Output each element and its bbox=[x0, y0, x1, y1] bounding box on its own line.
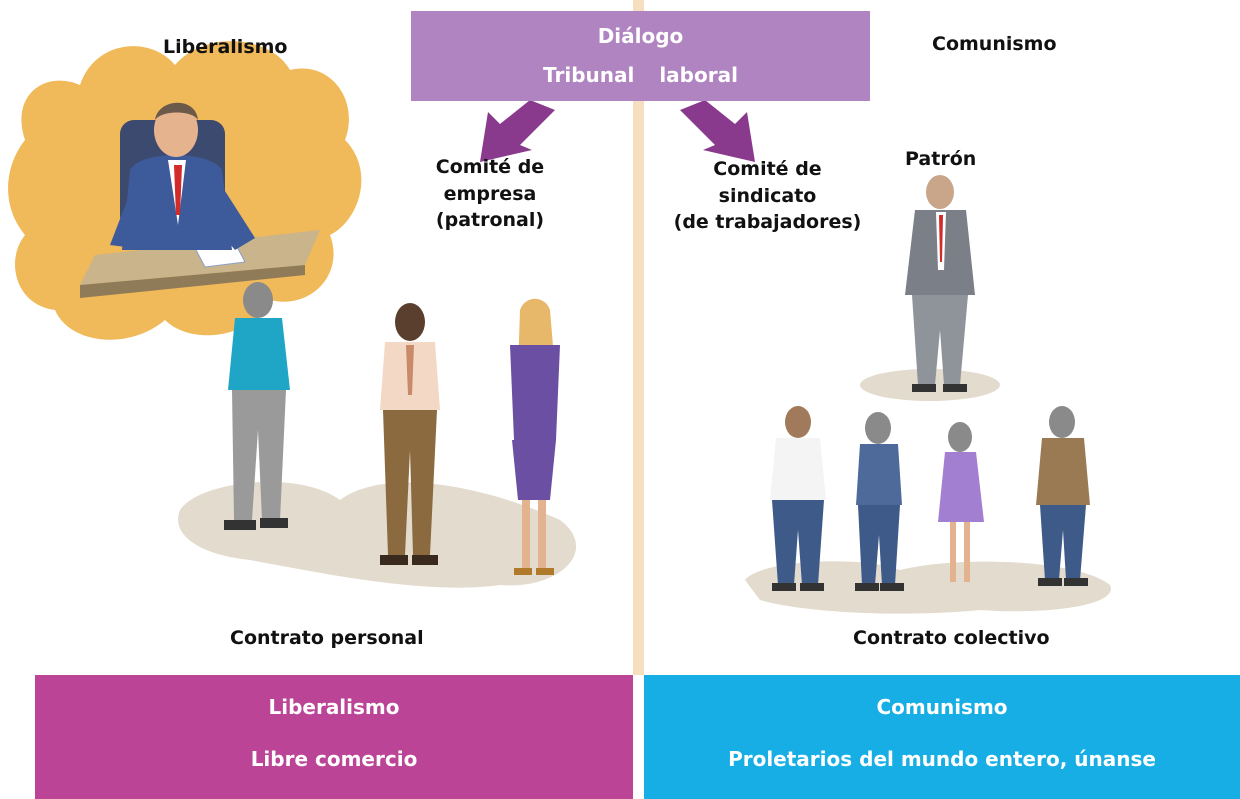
communism-footer-motto: Proletarios del mundo entero, únanse bbox=[728, 747, 1156, 771]
left-heading: Liberalismo bbox=[163, 36, 288, 58]
dialog-word-tribunal: Tribunal bbox=[543, 63, 635, 87]
dialog-box: Diálogo Tribunal laboral bbox=[411, 11, 870, 101]
right-heading: Comunismo bbox=[932, 33, 1057, 55]
dialog-word-laboral: laboral bbox=[659, 63, 738, 87]
liberalism-footer-motto: Libre comercio bbox=[250, 747, 418, 771]
communism-footer-title: Comunismo bbox=[876, 695, 1008, 719]
worker-shirt-tie bbox=[380, 303, 440, 565]
liberalism-footer-title: Liberalismo bbox=[268, 695, 400, 719]
dialog-title: Diálogo bbox=[597, 24, 684, 48]
dialog-subtitle: Tribunal laboral bbox=[411, 63, 870, 87]
center-divider bbox=[633, 0, 644, 675]
union-committee-line1: Comité de bbox=[713, 158, 822, 180]
boss-label: Patrón bbox=[905, 148, 977, 170]
communism-footer: Comunismo Proletarios del mundo entero, … bbox=[644, 675, 1240, 799]
company-committee-label: Comité de empresa (patronal) bbox=[410, 154, 570, 234]
left-workers-group bbox=[178, 282, 577, 588]
worker-woman-purple bbox=[510, 298, 560, 575]
union-committee-line3: (de trabajadores) bbox=[673, 211, 862, 234]
company-committee-line2: empresa bbox=[443, 182, 537, 205]
company-committee-line3: (patronal) bbox=[435, 209, 545, 232]
worker-teal-shirt bbox=[224, 282, 290, 530]
boss-thought-cloud bbox=[8, 41, 362, 340]
liberalism-footer: Liberalismo Libre comercio bbox=[35, 675, 633, 799]
boss-standing bbox=[860, 175, 1000, 401]
left-contract-label: Contrato personal bbox=[230, 627, 424, 649]
company-committee-line1: Comité de bbox=[435, 156, 545, 178]
union-committee-label: Comité de sindicato (de trabajadores) bbox=[655, 156, 880, 236]
right-contract-label: Contrato colectivo bbox=[853, 627, 1050, 649]
union-committee-line2: sindicato bbox=[718, 184, 817, 207]
arrow-to-union-committee bbox=[680, 100, 755, 162]
arrow-to-company-committee bbox=[480, 100, 555, 162]
illustration-layer bbox=[8, 41, 1111, 614]
right-workers-group bbox=[745, 406, 1111, 614]
